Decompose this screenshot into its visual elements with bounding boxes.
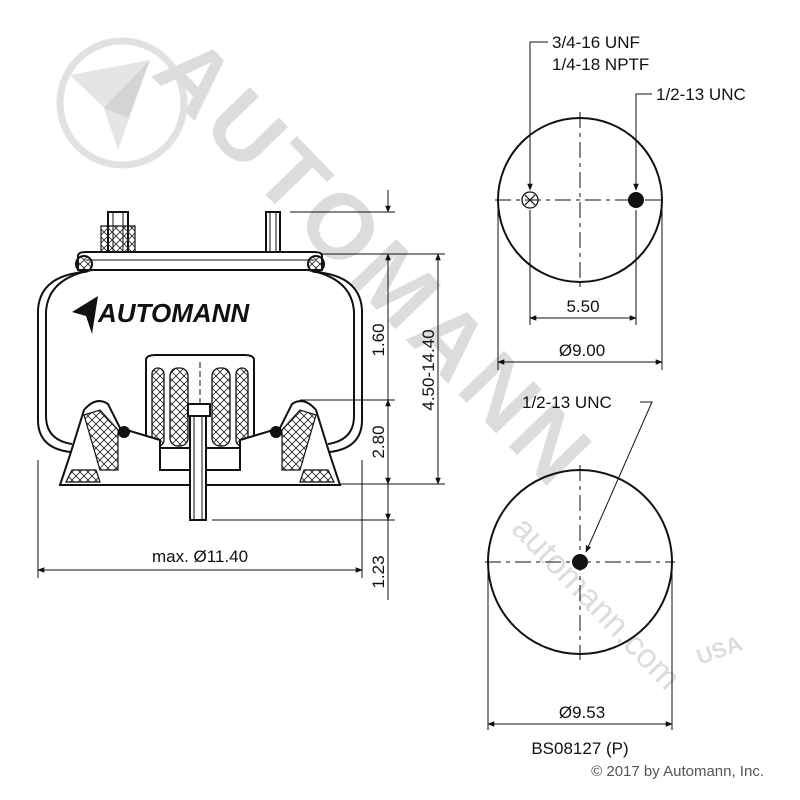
top-stud-hole-icon <box>628 192 644 208</box>
bumper <box>145 354 255 449</box>
logo-mark-icon <box>72 296 98 334</box>
side-logo: AUTOMANN <box>72 296 250 334</box>
dim-height-range: 4.50-14.40 <box>419 329 438 410</box>
bottom-view <box>485 401 675 730</box>
label-bottom-stud: 1/2-13 UNC <box>522 393 612 412</box>
side-view <box>37 211 363 521</box>
top-view <box>495 41 665 370</box>
side-dimensions <box>37 190 445 600</box>
piston <box>58 400 342 486</box>
bellow <box>37 269 363 454</box>
dim-top-diameter: Ø9.00 <box>559 341 605 360</box>
dim-bottom-diameter: Ø9.53 <box>559 703 605 722</box>
dim-stud: 1.23 <box>369 555 388 588</box>
watermark-usa-text: USA <box>693 630 745 669</box>
part-number: BS08127 (P) <box>531 739 628 758</box>
bottom-stud-hole-icon <box>572 554 588 570</box>
bead-plate <box>75 251 325 273</box>
watermark-url-text: automann.com <box>504 509 688 697</box>
dim-max-diameter: max. Ø11.40 <box>152 547 248 566</box>
dim-spacing: 5.50 <box>566 297 599 316</box>
bottom-stud <box>187 403 211 521</box>
copyright: © 2017 by Automann, Inc. <box>591 763 764 780</box>
dim-piston: 2.80 <box>369 425 388 458</box>
label-fitting-nptf: 1/4-18 NPTF <box>552 55 649 74</box>
side-logo-text: AUTOMANN <box>97 298 250 328</box>
label-top-stud: 1/2-13 UNC <box>656 85 746 104</box>
air-fitting-icon <box>521 191 539 209</box>
label-fitting-unf: 3/4-16 UNF <box>552 33 640 52</box>
watermark-logo-icon <box>56 37 188 169</box>
dim-height-top: 1.60 <box>369 323 388 356</box>
